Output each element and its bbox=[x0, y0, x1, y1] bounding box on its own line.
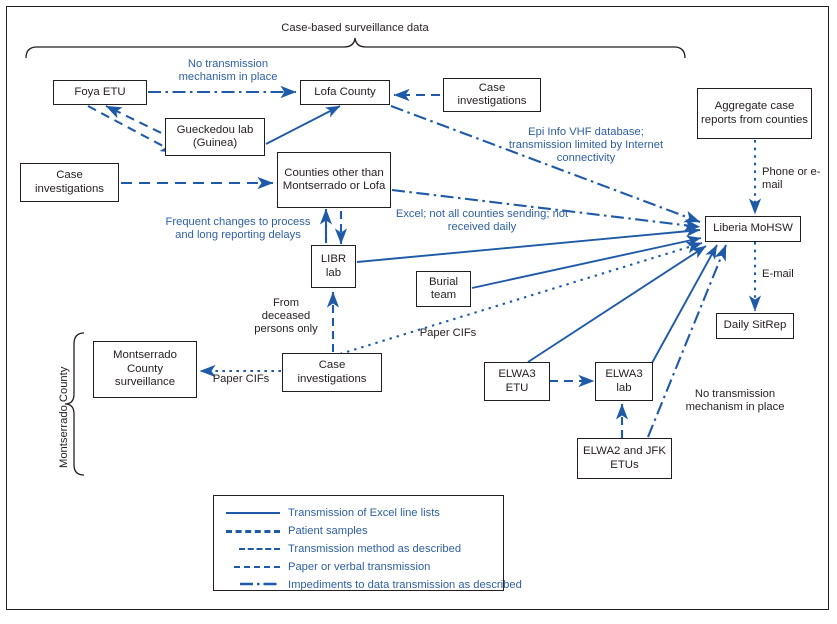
label-excel-counties: Excel; not all counties sending; not rec… bbox=[395, 208, 569, 234]
legend-swatch-dash-dot bbox=[214, 575, 288, 594]
figure-frame bbox=[6, 6, 829, 610]
legend-swatch-dashed-long bbox=[214, 521, 288, 540]
node-aggregate-case-reports[interactable]: Aggregate case reports from counties bbox=[697, 88, 812, 139]
legend-item-dashed-long: Patient samples bbox=[214, 521, 505, 540]
node-case-investigations-lofa[interactable]: Case investigations bbox=[443, 78, 541, 112]
node-case-investigations-left[interactable]: Case investigations bbox=[20, 163, 119, 202]
label-no-transmission-top: No transmission mechanism in place bbox=[178, 58, 278, 84]
legend-item-dotted: Transmission method as described bbox=[214, 539, 505, 558]
label-phone-or-email: Phone or e-mail bbox=[762, 166, 821, 192]
legend-label-dash-dot: Impediments to data transmission as desc… bbox=[288, 578, 522, 591]
node-elwa3-etu[interactable]: ELWA3 ETU bbox=[484, 362, 550, 401]
legend-label-solid: Transmission of Excel line lists bbox=[288, 506, 440, 519]
label-epi-info: Epi Info VHF database; transmission limi… bbox=[508, 126, 664, 165]
node-foya-etu[interactable]: Foya ETU bbox=[53, 80, 147, 105]
label-paper-cifs-mid: Paper CIFs bbox=[419, 327, 477, 339]
legend-item-dashed: Paper or verbal transmission bbox=[214, 557, 505, 576]
node-liberia-mohsw[interactable]: Liberia MoHSW bbox=[705, 216, 801, 242]
legend-item-solid: Transmission of Excel line lists bbox=[214, 503, 505, 522]
node-gueckedou-lab[interactable]: Gueckedou lab (Guinea) bbox=[165, 118, 265, 156]
diagram-title: Case-based surveillance data bbox=[281, 22, 429, 34]
label-paper-cifs-montserrado: Paper CIFs bbox=[212, 373, 270, 385]
node-case-investigations-montserrado[interactable]: Case investigations bbox=[282, 353, 382, 392]
legend-label-dashed-long: Patient samples bbox=[288, 524, 368, 537]
label-no-transmission-bottom: No transmission mechanism in place bbox=[685, 388, 785, 414]
node-burial-team[interactable]: Burial team bbox=[416, 271, 471, 307]
node-elwa2-jfk-etus[interactable]: ELWA2 and JFK ETUs bbox=[577, 438, 672, 479]
legend-item-dash-dot: Impediments to data transmission as desc… bbox=[214, 575, 522, 594]
node-montserrado-surveillance[interactable]: Montserrado County surveillance bbox=[93, 341, 197, 398]
label-email: E-mail bbox=[762, 268, 794, 280]
node-daily-sitrep[interactable]: Daily SitRep bbox=[716, 313, 794, 339]
node-counties-other[interactable]: Counties other than Montserrado or Lofa bbox=[277, 152, 391, 208]
legend-swatch-solid bbox=[214, 503, 288, 522]
legend-swatch-dashed bbox=[214, 557, 288, 576]
legend-label-dashed: Paper or verbal transmission bbox=[288, 560, 431, 573]
node-elwa3-lab[interactable]: ELWA3 lab bbox=[595, 362, 653, 401]
label-frequent-changes: Frequent changes to process and long rep… bbox=[165, 216, 311, 242]
legend-box: Transmission of Excel line lists Patient… bbox=[213, 495, 522, 594]
node-libr-lab[interactable]: LIBR lab bbox=[311, 245, 356, 288]
montserrado-bracket-label: Montserrado County bbox=[58, 366, 70, 468]
node-lofa-county[interactable]: Lofa County bbox=[300, 80, 390, 105]
label-from-deceased: From deceased persons only bbox=[254, 297, 318, 336]
legend-swatch-dotted bbox=[214, 539, 288, 558]
legend-label-dotted: Transmission method as described bbox=[288, 542, 462, 555]
